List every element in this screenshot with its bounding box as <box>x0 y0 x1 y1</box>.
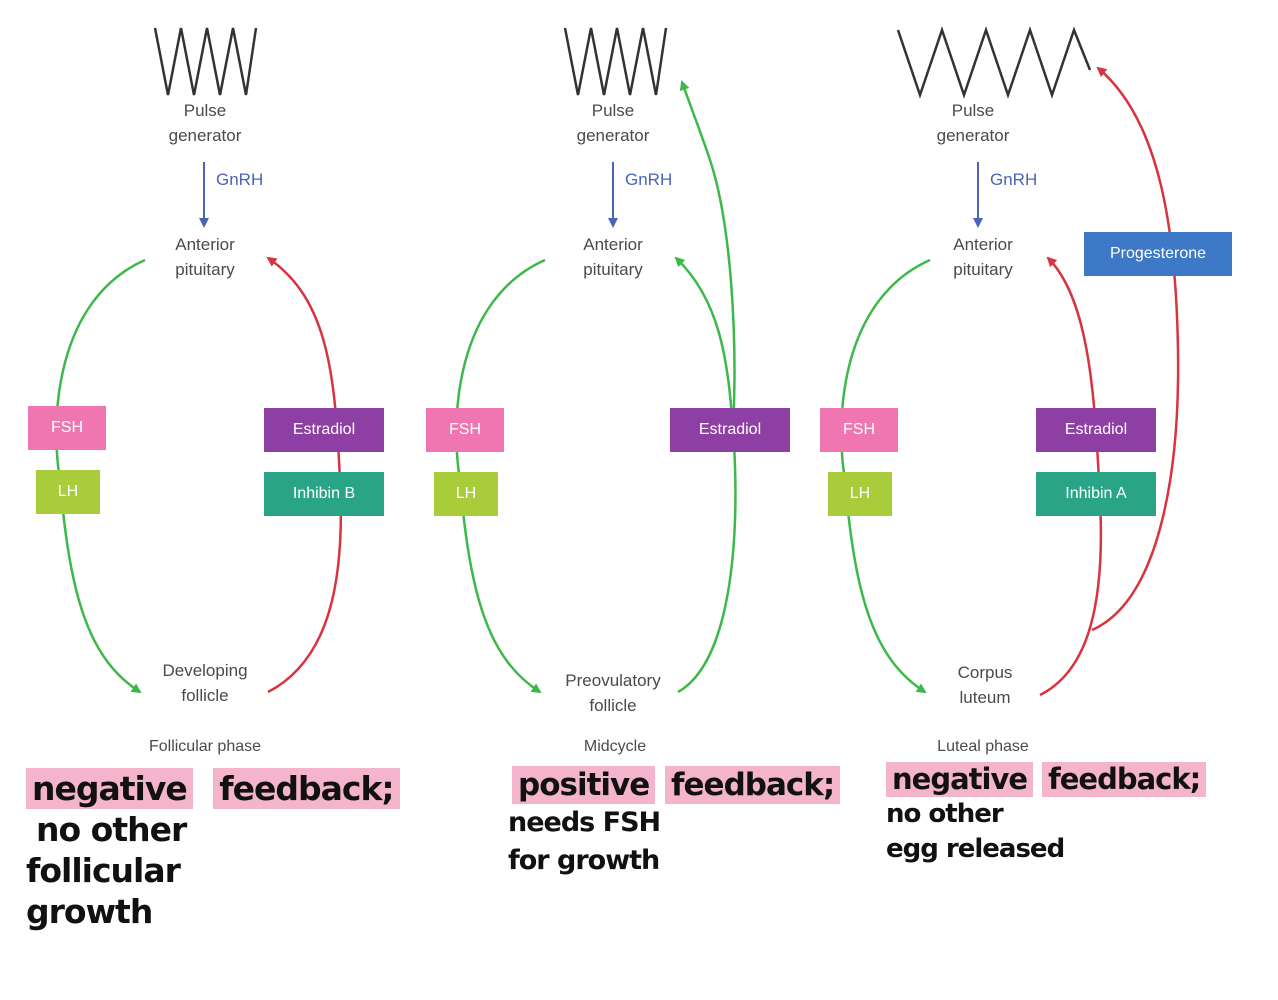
fsh-box-3: FSH <box>820 408 898 452</box>
handwritten-note-1: negative feedback; no other follicular g… <box>26 768 400 932</box>
note-line: no other <box>886 799 1004 829</box>
pulse-generator-line-2: generator <box>936 126 1010 145</box>
lh-box-2: LH <box>434 472 498 516</box>
pulse-generator-line-1: Pulse <box>951 101 995 120</box>
pituitary-line-2: pituitary <box>175 260 235 279</box>
inhibin-a-box-3: Inhibin A <box>1036 472 1156 516</box>
note-line: feedback; <box>213 768 400 809</box>
pituitary-line-2: pituitary <box>953 260 1013 279</box>
estradiol-box-1: Estradiol <box>264 408 384 452</box>
note-line: for growth <box>508 845 660 876</box>
target-line-1: Corpus <box>957 663 1013 682</box>
target-line-2: luteum <box>959 688 1011 707</box>
note-line: feedback; <box>665 766 841 804</box>
pulse-generator-line-1: Pulse <box>591 101 635 120</box>
positive-feedback-arc-2 <box>674 256 737 694</box>
phase-label-3: Luteal phase <box>937 738 1029 755</box>
pituitary-line-1: Anterior <box>175 235 235 254</box>
pulse-generator-label-2: Pulse generator <box>548 98 678 148</box>
fsh-box-2: FSH <box>426 408 504 452</box>
target-line-2: follicle <box>181 686 229 705</box>
preovulatory-follicle-label-2: Preovulatory follicle <box>538 668 688 718</box>
estradiol-box-3: Estradiol <box>1036 408 1156 452</box>
gnrh-label-1: GnRH <box>216 170 264 189</box>
progesterone-box-3: Progesterone <box>1084 232 1232 276</box>
note-line: negative <box>26 768 193 809</box>
estradiol-box-2: Estradiol <box>670 408 790 452</box>
pulse-generator-line-2: generator <box>576 126 650 145</box>
note-line: feedback; <box>1042 762 1207 797</box>
developing-follicle-label-1: Developing follicle <box>140 658 270 708</box>
handwritten-note-2: positive feedback; needs FSH for growth <box>508 766 841 880</box>
lh-box-1: LH <box>36 470 100 514</box>
handwritten-note-3: negative feedback; no other egg released <box>886 762 1207 867</box>
fsh-box-1: FSH <box>28 406 106 450</box>
progesterone-arc-3 <box>1091 66 1180 632</box>
gnrh-label-3: GnRH <box>990 170 1038 189</box>
pituitary-line-2: pituitary <box>583 260 643 279</box>
pulse-waveform-3 <box>896 26 1092 99</box>
note-line: follicular <box>26 851 181 890</box>
pulse-generator-line-2: generator <box>168 126 242 145</box>
target-line-1: Developing <box>162 661 248 680</box>
pulse-waveform-2 <box>563 27 668 96</box>
note-line: negative <box>886 762 1034 797</box>
note-line: growth <box>26 892 153 931</box>
anterior-pituitary-label-3: Anterior pituitary <box>918 232 1048 282</box>
pulse-generator-line-1: Pulse <box>183 101 227 120</box>
target-line-2: follicle <box>589 696 637 715</box>
pulse-generator-label-3: Pulse generator <box>908 98 1038 148</box>
corpus-luteum-label-3: Corpus luteum <box>920 660 1050 710</box>
anterior-pituitary-label-1: Anterior pituitary <box>140 232 270 282</box>
pulse-generator-label-1: Pulse generator <box>140 98 270 148</box>
note-line: no other <box>36 810 187 849</box>
inhibin-b-box-1: Inhibin B <box>264 472 384 516</box>
positive-feedback-to-pulse-2 <box>679 80 736 431</box>
lh-box-3: LH <box>828 472 892 516</box>
note-line: egg released <box>886 834 1065 864</box>
target-line-1: Preovulatory <box>565 671 661 690</box>
pituitary-line-1: Anterior <box>583 235 643 254</box>
note-line: needs FSH <box>508 807 661 838</box>
phase-label-1: Follicular phase <box>148 738 262 755</box>
note-line: positive <box>512 766 656 804</box>
pituitary-line-1: Anterior <box>953 235 1013 254</box>
phase-label-2: Midcycle <box>583 738 647 755</box>
pulse-waveform-1 <box>153 27 258 96</box>
gnrh-label-2: GnRH <box>625 170 673 189</box>
anterior-pituitary-label-2: Anterior pituitary <box>548 232 678 282</box>
